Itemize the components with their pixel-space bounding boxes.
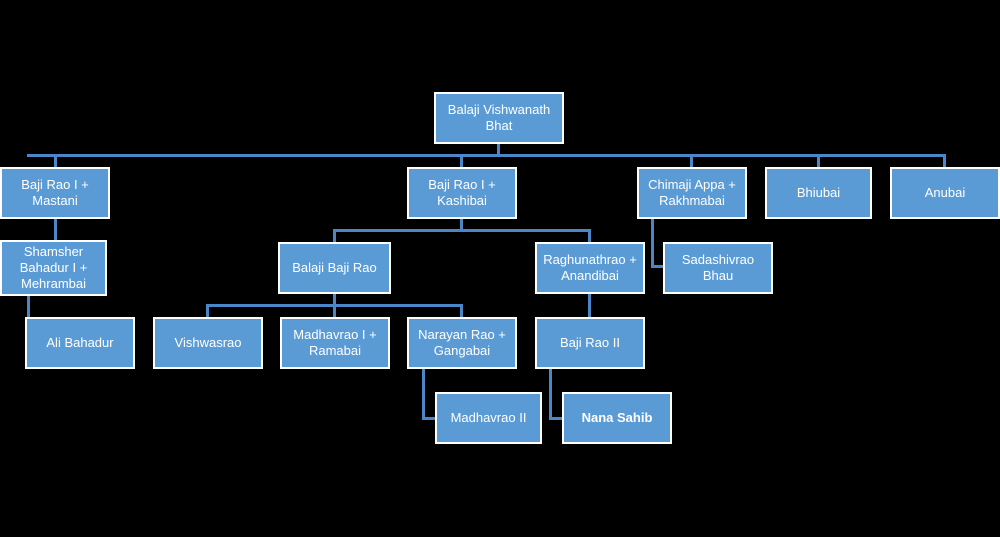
- node-baji-rao-i-kashibai[interactable]: Baji Rao I + Kashibai: [407, 167, 517, 219]
- connector-gen3-bus-kashibai: [333, 229, 591, 232]
- connector-drop-raghunathrao: [588, 229, 591, 243]
- node-vishwasrao[interactable]: Vishwasrao: [153, 317, 263, 369]
- connector-drop-baji-rao-kashibai: [460, 154, 463, 168]
- node-ali-bahadur[interactable]: Ali Bahadur: [25, 317, 135, 369]
- node-shamsher-bahadur-i-mehrambai[interactable]: Shamsher Bahadur I + Mehrambai: [0, 240, 107, 296]
- connector-drop-chimaji: [690, 154, 693, 168]
- node-chimaji-appa-rakhmabai[interactable]: Chimaji Appa + Rakhmabai: [637, 167, 747, 219]
- connector-stem-balaji-down: [333, 294, 336, 306]
- connector-gen2-bus: [27, 154, 946, 157]
- node-balaji-vishwanath-bhat[interactable]: Balaji Vishwanath Bhat: [434, 92, 564, 144]
- node-nana-sahib[interactable]: Nana Sahib: [562, 392, 672, 444]
- connector-stem-kashibai-down: [460, 219, 463, 231]
- connector-drop-anubai: [943, 154, 946, 168]
- connector-drop-bhiubai: [817, 154, 820, 168]
- connector-chimaji-vertical: [651, 219, 654, 267]
- connector-drop-baji-rao-mastani: [54, 154, 57, 168]
- node-balaji-baji-rao[interactable]: Balaji Baji Rao: [278, 242, 391, 294]
- node-madhavrao-i-ramabai[interactable]: Madhavrao I + Ramabai: [280, 317, 390, 369]
- connector-bajirao2-horizontal: [549, 417, 563, 420]
- node-narayan-rao-gangabai[interactable]: Narayan Rao + Gangabai: [407, 317, 517, 369]
- connector-drop-narayan-rao: [460, 304, 463, 318]
- connector-chimaji-horizontal: [651, 265, 665, 268]
- node-sadashivrao-bhau[interactable]: Sadashivrao Bhau: [663, 242, 773, 294]
- node-raghunathrao-anandibai[interactable]: Raghunathrao + Anandibai: [535, 242, 645, 294]
- connector-drop-madhavrao-i: [333, 304, 336, 318]
- connector-drop-balaji-baji-rao: [333, 229, 336, 243]
- node-madhavrao-ii[interactable]: Madhavrao II: [435, 392, 542, 444]
- connector-bajirao2-vertical: [549, 369, 552, 417]
- node-baji-rao-ii[interactable]: Baji Rao II: [535, 317, 645, 369]
- connector-stem-raghunathrao-down: [588, 294, 591, 318]
- connector-narayan-vertical: [422, 369, 425, 417]
- node-baji-rao-i-mastani[interactable]: Baji Rao I + Mastani: [0, 167, 110, 219]
- connector-stem-mastani-down: [54, 219, 57, 241]
- connector-narayan-horizontal: [422, 417, 436, 420]
- node-anubai[interactable]: Anubai: [890, 167, 1000, 219]
- connector-drop-vishwasrao: [206, 304, 209, 318]
- connector-root-stem: [497, 144, 500, 156]
- node-bhiubai[interactable]: Bhiubai: [765, 167, 872, 219]
